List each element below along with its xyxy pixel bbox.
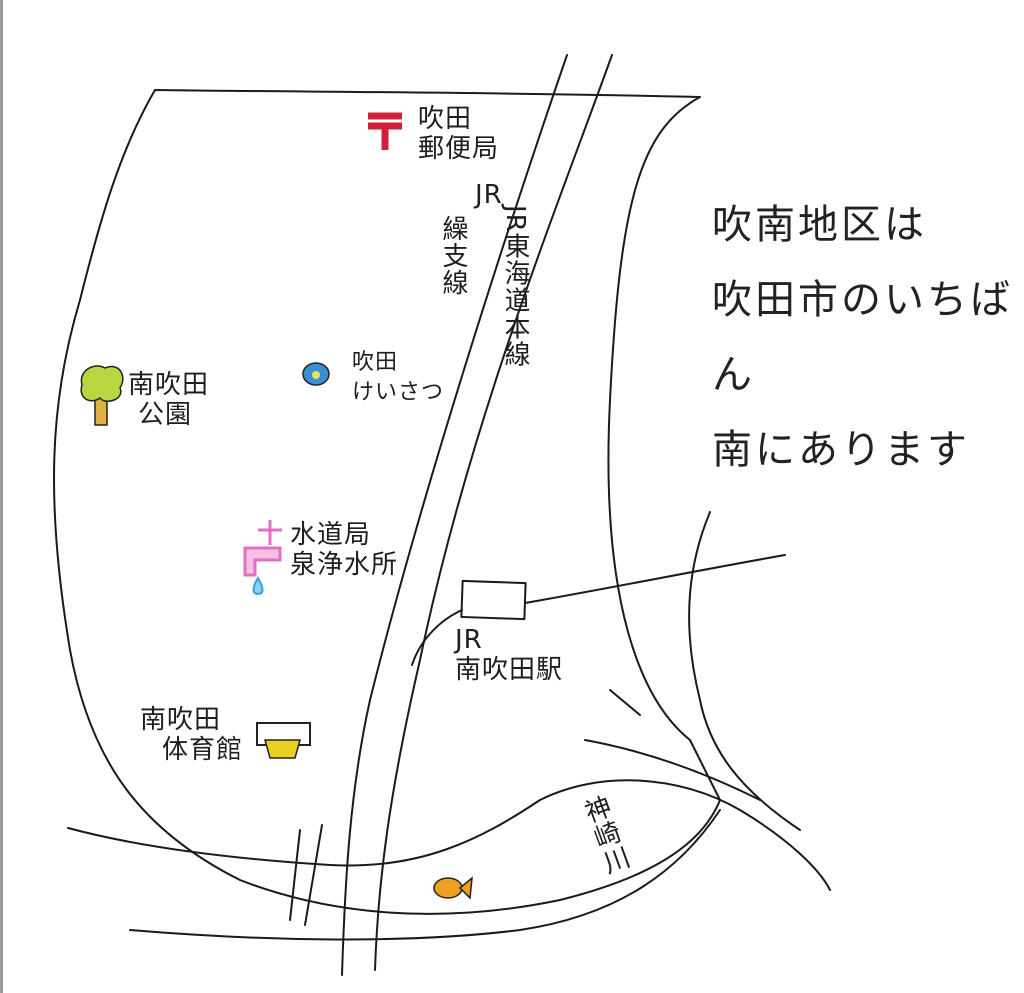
label-line: JR bbox=[455, 625, 483, 655]
label-line: 吹田 bbox=[418, 104, 473, 134]
fish-icon bbox=[433, 876, 473, 900]
police-icon bbox=[302, 362, 330, 386]
note-line: 吹南地区は bbox=[712, 202, 927, 248]
label-line: 郵便局 bbox=[418, 134, 500, 164]
jr-tokaido-line-track bbox=[374, 54, 613, 971]
district-note: 吹南地区は 吹田市のいちばん 南にあります bbox=[712, 188, 1024, 488]
label-line: 吹田 bbox=[352, 350, 399, 375]
label-park: 南吹田 公園 bbox=[128, 370, 209, 430]
label-jr-branch-head: JR bbox=[475, 180, 503, 210]
river-bank-north bbox=[67, 779, 831, 891]
note-line: 吹田市のいちばん bbox=[712, 277, 1013, 398]
road-branch bbox=[584, 689, 761, 801]
tree-icon bbox=[80, 365, 124, 426]
page-edge bbox=[0, 0, 3, 993]
label-jr-tokaido-line: JR東海道本線 bbox=[500, 205, 530, 368]
label-line: 南吹田駅 bbox=[455, 655, 564, 685]
label-station: JR 南吹田駅 bbox=[455, 625, 563, 685]
jr-branch-line-track bbox=[341, 54, 568, 976]
note-line: 南にあります bbox=[712, 427, 970, 473]
label-line: 公園 bbox=[138, 400, 193, 430]
road-curve bbox=[688, 511, 801, 831]
road-to-station bbox=[411, 609, 463, 666]
district-boundary bbox=[53, 89, 721, 915]
label-line: けいさつ bbox=[352, 380, 445, 405]
label-line: 南吹田 bbox=[128, 370, 210, 400]
road-east bbox=[524, 554, 786, 604]
label-line: 泉浄水所 bbox=[290, 550, 399, 580]
gym-basket-icon bbox=[256, 722, 311, 759]
label-line: 体育館 bbox=[162, 735, 244, 765]
river-bank-south bbox=[129, 809, 721, 941]
post-office-icon bbox=[368, 112, 402, 150]
bridge-left bbox=[289, 824, 323, 926]
label-line: 水道局 bbox=[290, 520, 372, 550]
label-gym: 南吹田 体育館 bbox=[140, 705, 243, 765]
station-building bbox=[460, 579, 527, 621]
water-tap-icon bbox=[243, 520, 282, 596]
label-police: 吹田 けいさつ bbox=[352, 348, 444, 408]
label-line: 南吹田 bbox=[140, 705, 222, 735]
label-jr-branch-line: 繰支線 bbox=[438, 215, 468, 296]
label-post-office: 吹田 郵便局 bbox=[418, 104, 499, 164]
label-water-bureau: 水道局 泉浄水所 bbox=[290, 520, 398, 580]
